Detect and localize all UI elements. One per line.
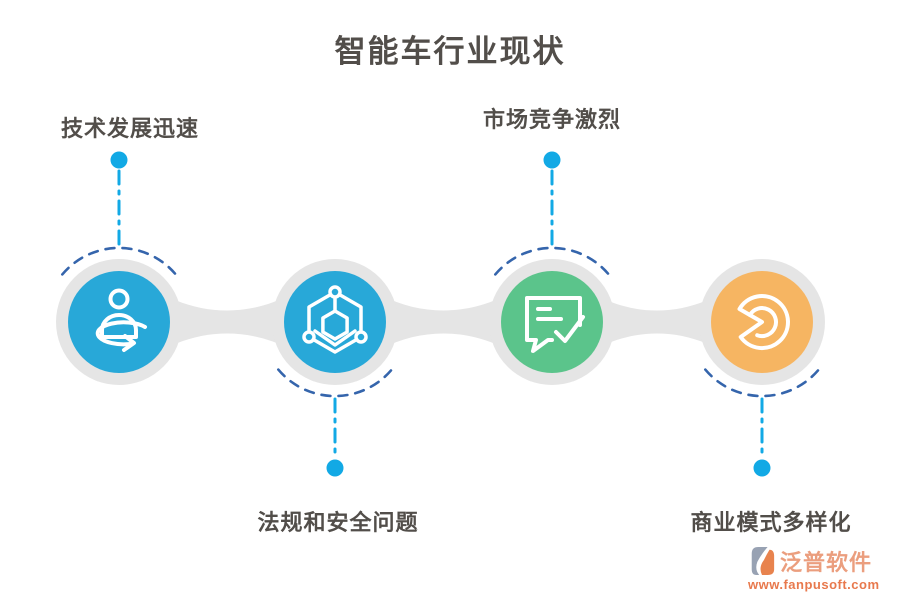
node-circle-regulation (284, 271, 386, 373)
node-label-market: 市场竞争激烈 (482, 107, 621, 132)
hexagon-network-icon (302, 285, 368, 354)
leader-dots (110, 151, 771, 477)
page-title: 智能车行业现状 (334, 34, 566, 69)
chat-check-icon (525, 296, 585, 353)
pie-chart-icon (737, 294, 790, 351)
dashed-arcs (61, 246, 820, 398)
node-label-tech: 技术发展迅速 (60, 116, 199, 141)
node-label-business: 商业模式多样化 (690, 510, 852, 535)
node-connectors (129, 270, 752, 374)
node-label-regulation: 法规和安全问题 (257, 510, 419, 535)
leader-lines (117, 169, 764, 459)
watermark-brand: 泛普软件 (780, 550, 873, 575)
person-360-icon (95, 288, 147, 352)
watermark-url: www.fanpusoft.com (748, 577, 880, 592)
watermark: 泛普软件 www.fanpusoft.com (748, 545, 888, 592)
fanpu-logo-icon (751, 547, 775, 575)
node-circle-market (501, 271, 603, 373)
